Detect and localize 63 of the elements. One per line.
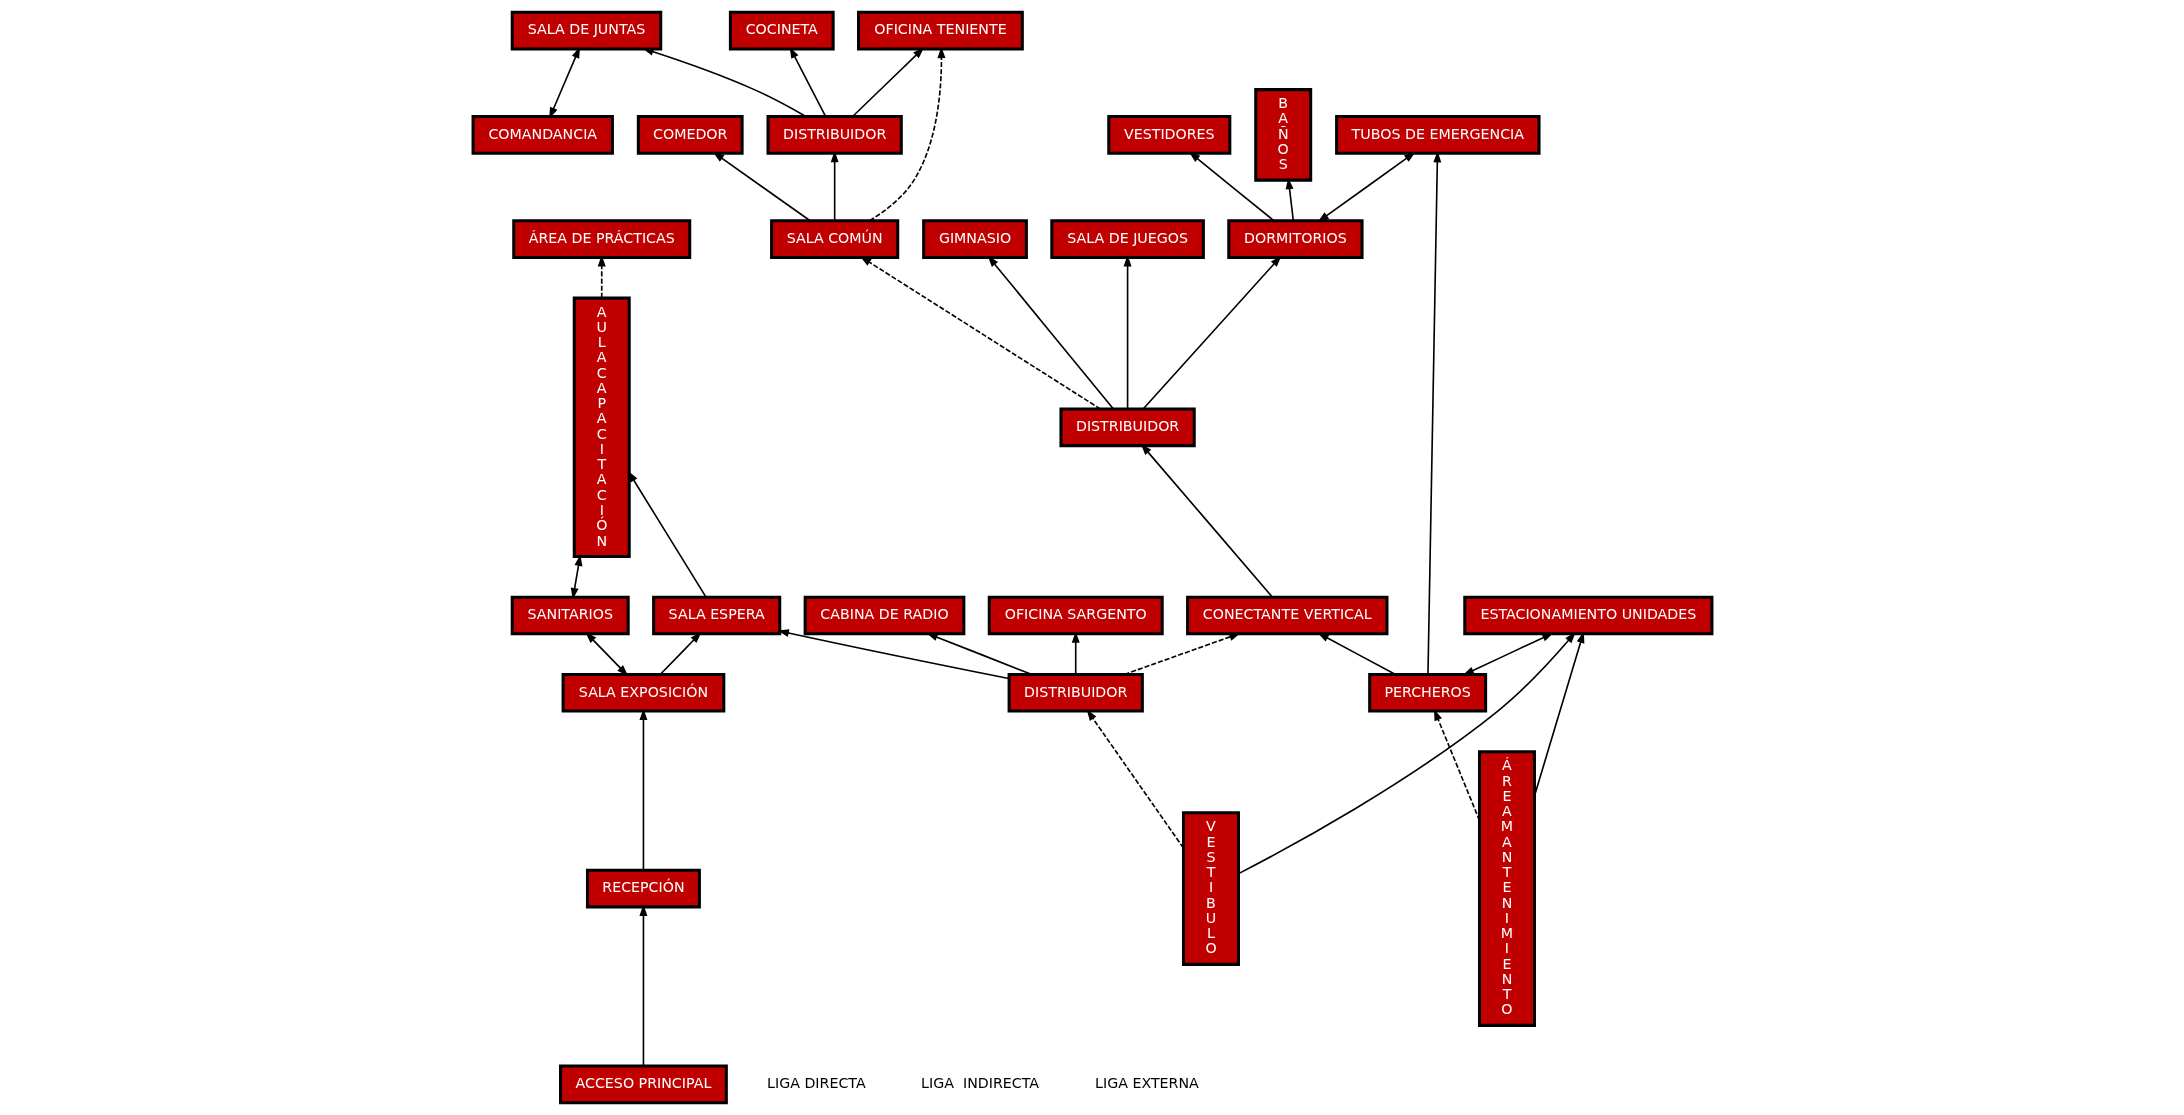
node-box: CABINA DE RADIO <box>803 595 965 636</box>
arrow <box>851 47 924 118</box>
arrow <box>1317 151 1416 223</box>
arrow <box>1533 631 1584 797</box>
node-box: ESTACIONAMIENTO UNIDADES <box>1462 595 1713 636</box>
arrow <box>925 632 1032 676</box>
arrow <box>641 47 807 118</box>
legend-label: LIGA EXTERNA <box>1094 1075 1199 1092</box>
arrow <box>1142 255 1281 410</box>
node-box: DISTRIBUIDOR <box>766 115 903 155</box>
node-box: ÁREA DE PRÁCTICAS <box>511 219 691 259</box>
arrow <box>597 255 606 299</box>
node-box: COMANDANCIA <box>471 115 614 155</box>
node-box: OFICINA TENIENTE <box>856 10 1024 51</box>
node-box: VESTIBULO <box>1181 811 1240 966</box>
node-box: AULA CAPACITACIÓN <box>572 296 631 558</box>
node-box: SANITARIOS <box>510 595 630 636</box>
node-box: SALA DE JUEGOS <box>1049 219 1205 259</box>
node-box: ACCESO PRINCIPAL <box>558 1064 728 1105</box>
node-box: COCINETA <box>728 10 835 51</box>
arrow <box>659 632 701 676</box>
node-box: DISTRIBUIDOR <box>1058 407 1196 448</box>
arrow <box>987 255 1114 410</box>
arrow <box>1433 709 1480 822</box>
node-box: OFICINA SARGENTO <box>987 595 1164 636</box>
arrow <box>638 904 647 1067</box>
arrow <box>712 151 811 222</box>
legend-label: LIGA INDIRECTA <box>920 1075 1039 1092</box>
arrow <box>1285 177 1294 222</box>
legend-label: LIGA DIRECTA <box>766 1075 866 1092</box>
arrow <box>548 46 580 119</box>
arrow <box>789 46 826 118</box>
node-box: SALA EXPOSICIÓN <box>561 672 725 713</box>
arrow <box>1123 633 1241 676</box>
node-box: VESTIDORES <box>1106 115 1231 155</box>
node-box: COMEDOR <box>636 115 744 155</box>
arrow <box>1317 632 1396 676</box>
node-box: ÁREA MANTENIMIENTO <box>1477 750 1536 1027</box>
arrow <box>1237 631 1576 875</box>
node-box: SALA COMÚN <box>769 219 899 259</box>
arrow <box>1426 151 1441 676</box>
node-box: SALA ESPERA <box>651 595 781 636</box>
arrow <box>627 470 707 598</box>
node-box: PERCHEROS <box>1367 672 1487 713</box>
arrow <box>570 554 582 600</box>
node-box: TUBOS DE EMERGENCIA <box>1334 115 1541 155</box>
arrow <box>1462 632 1553 676</box>
arrow <box>638 708 647 871</box>
arrow <box>1086 709 1184 849</box>
arrow <box>777 629 1010 680</box>
arrow <box>1123 255 1132 410</box>
arrow <box>868 46 945 222</box>
node-box: CONECTANTE VERTICAL <box>1185 595 1388 636</box>
node-box: GIMNASIO <box>921 219 1028 259</box>
arrow <box>1188 151 1275 222</box>
node-box: RECEPCIÓN <box>585 868 701 909</box>
arrow <box>859 256 1101 410</box>
arrow <box>1071 631 1080 676</box>
node-box: DISTRIBUIDOR <box>1007 672 1144 713</box>
node-box: DORMITORIOS <box>1226 219 1364 259</box>
node-box: BAÑOS <box>1253 88 1312 182</box>
arrow <box>830 150 839 222</box>
node-box: SALA DE JUNTAS <box>510 10 662 51</box>
